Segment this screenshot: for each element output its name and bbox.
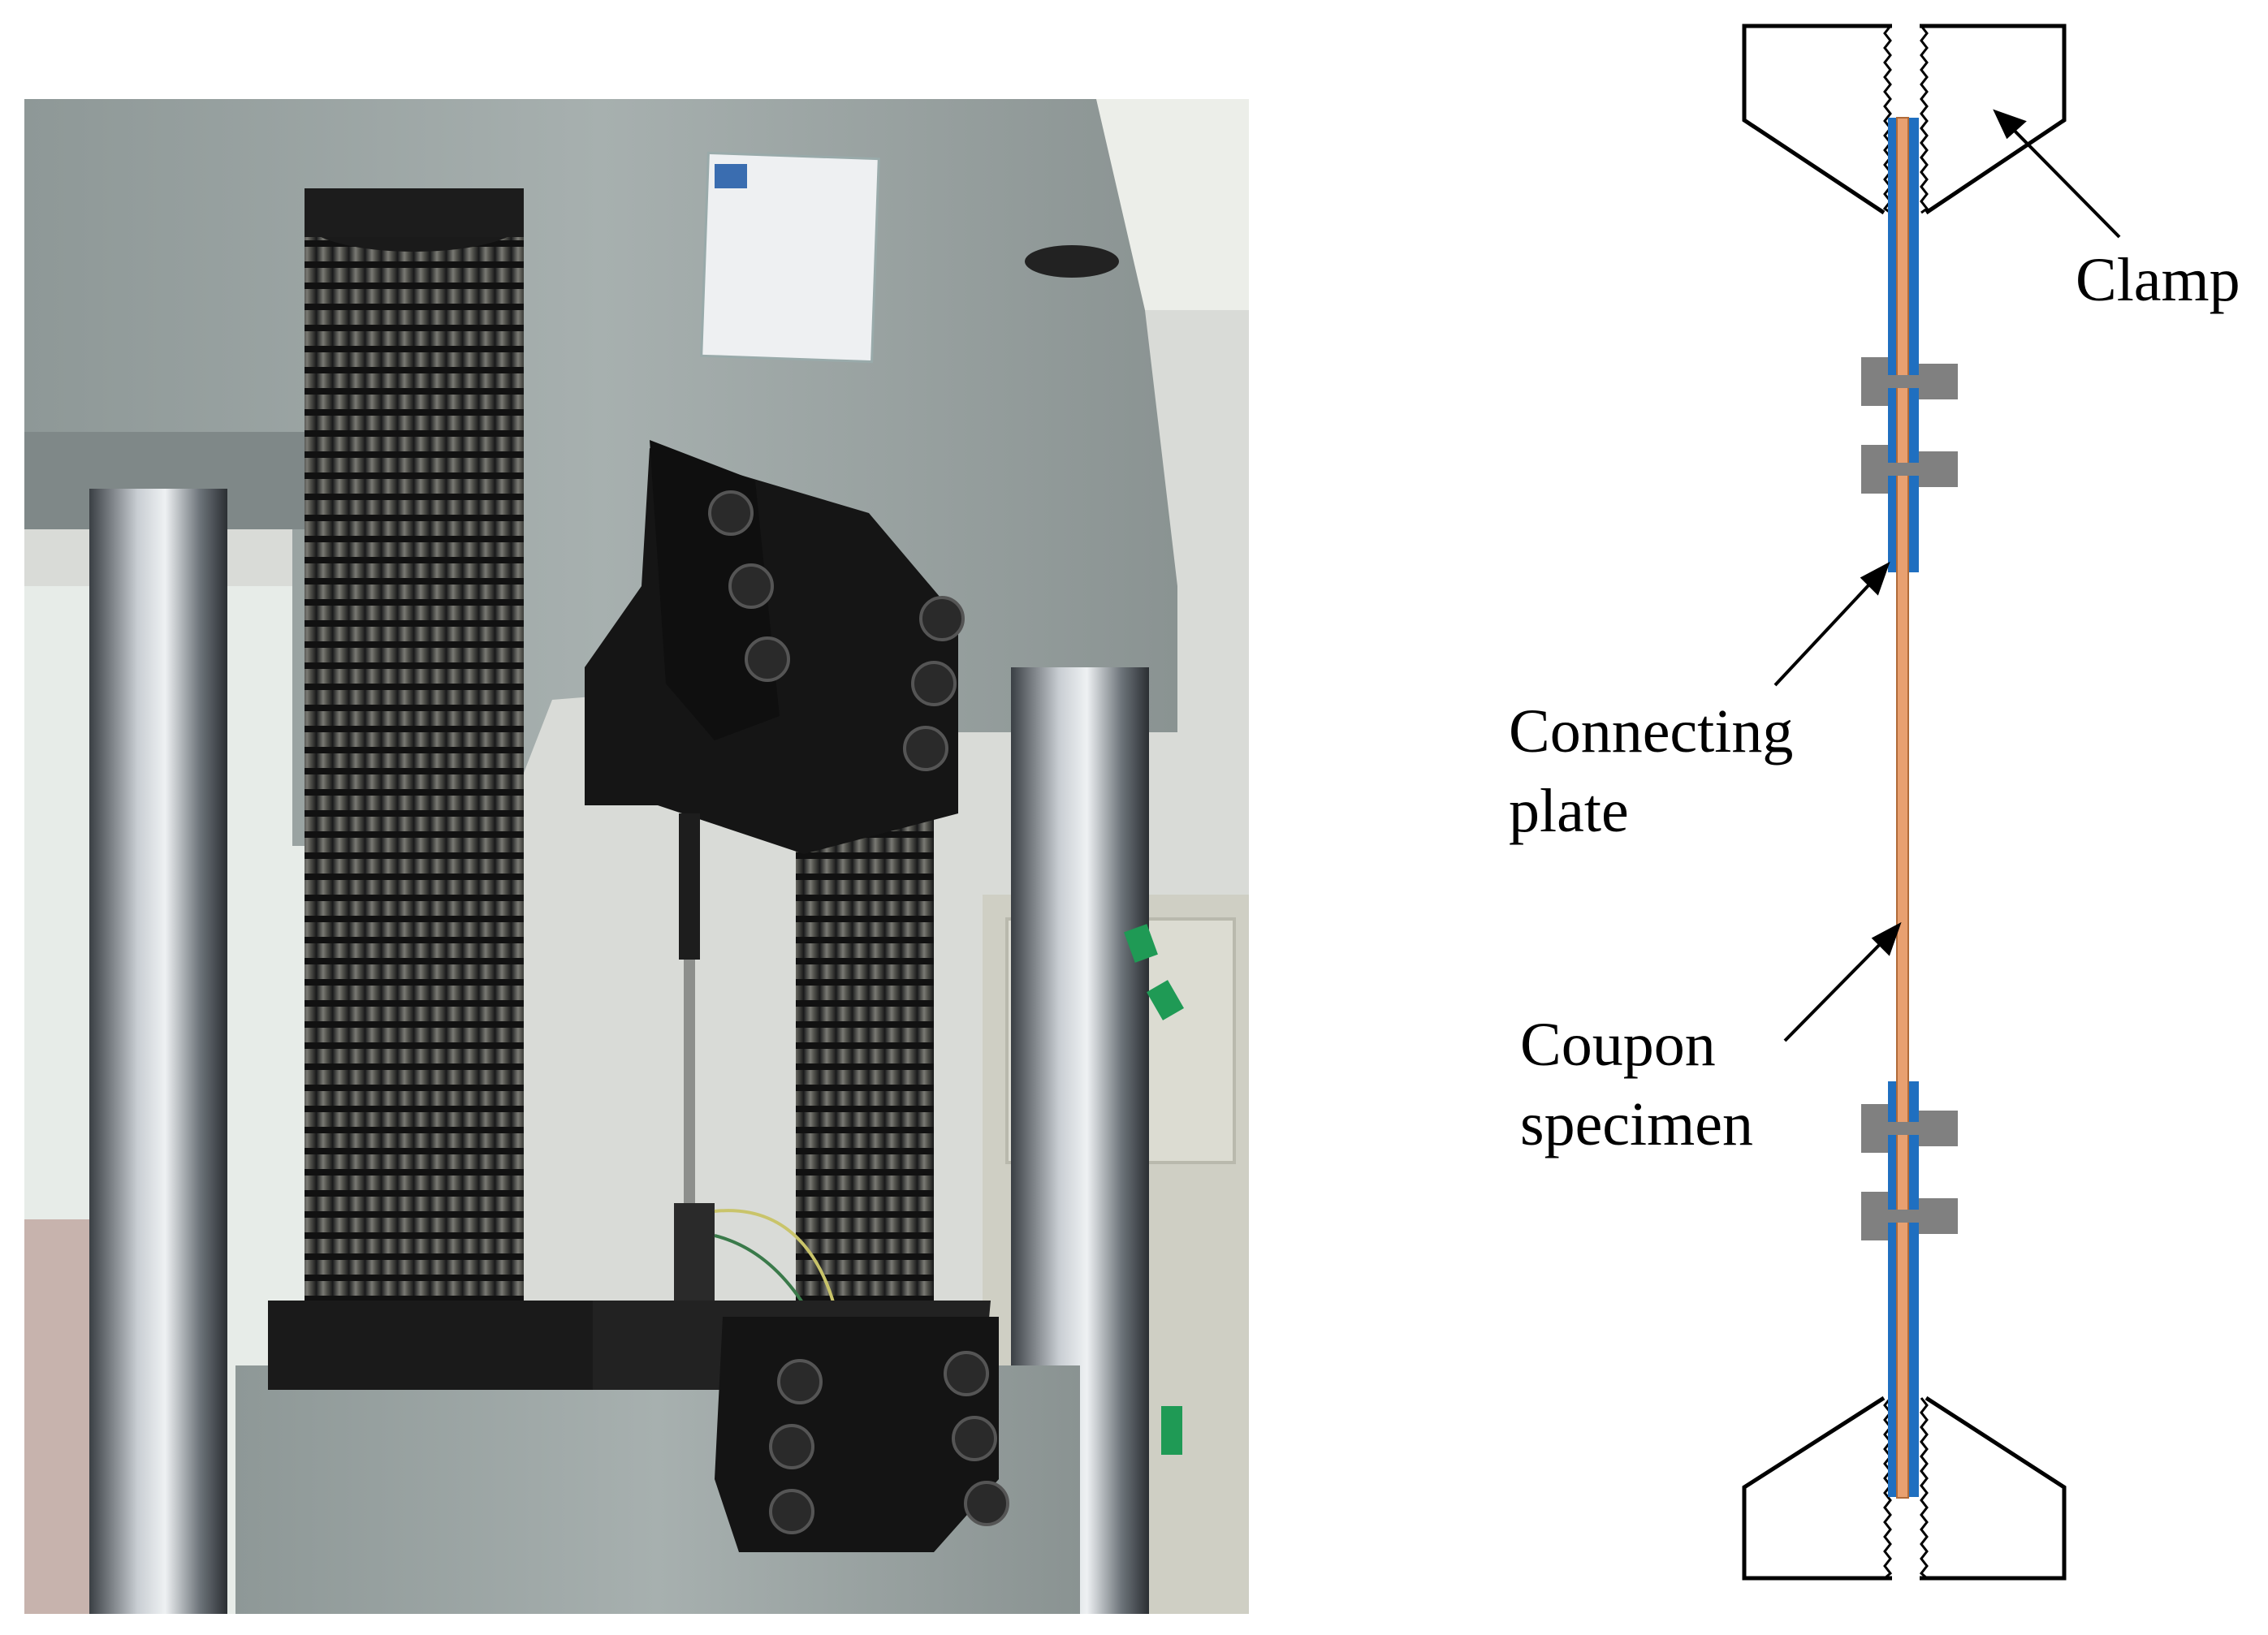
clamp-arrow	[2002, 119, 2121, 239]
bottom-clamp-right	[1920, 1396, 2067, 1581]
connecting-plate-bottom-left	[1888, 1081, 1896, 1497]
top-clamp-left	[1742, 24, 1892, 215]
bolt-1	[1861, 357, 1958, 406]
bottom-clamp	[1742, 1396, 2067, 1581]
top-clamp	[1742, 24, 2067, 215]
top-clamp-right	[1920, 24, 2067, 215]
connecting-plate-label-line1: Connecting	[1509, 697, 1794, 766]
coupon-arrow	[1783, 930, 1894, 1042]
bolts	[1861, 357, 1958, 1240]
coupon-label-line2: specimen	[1520, 1090, 1754, 1158]
connecting-plate-bottom-right	[1909, 1081, 1919, 1497]
connecting-plate-arrow	[1773, 571, 1882, 687]
bolt-4	[1861, 1192, 1958, 1240]
clamp-label: Clamp	[2076, 246, 2240, 314]
connecting-plate-top-left	[1888, 118, 1896, 572]
bolt-2	[1861, 445, 1958, 494]
testing-machine-photo	[24, 99, 1249, 1614]
connecting-plate-label-line2: plate	[1509, 777, 1629, 845]
annotation-arrows	[1773, 109, 2121, 1042]
bottom-clamp-left	[1742, 1396, 1892, 1581]
coupon-label-line1: Coupon	[1520, 1011, 1716, 1079]
coupon-specimen	[1896, 117, 1909, 1499]
connecting-plate-top-right	[1909, 118, 1919, 572]
bolt-3	[1861, 1104, 1958, 1153]
